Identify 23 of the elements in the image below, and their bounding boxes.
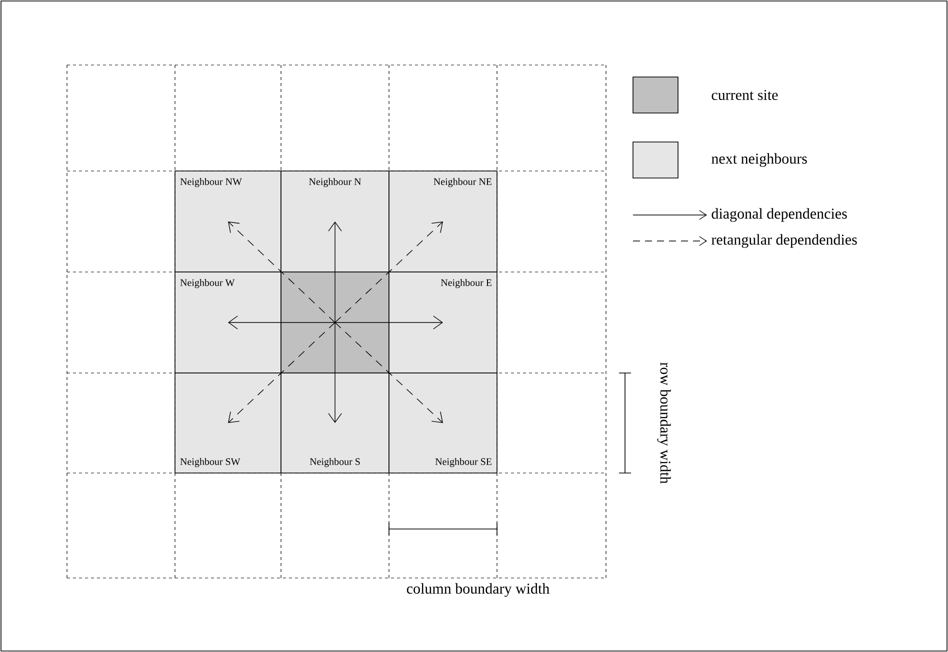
neighbour-cell: Neighbour E	[388, 272, 498, 374]
neighbour-cell: Neighbour S	[280, 372, 390, 474]
arrow	[334, 316, 443, 330]
neighbour-cell: Neighbour SE	[388, 372, 498, 474]
arrow	[328, 322, 342, 423]
legend-label: retangular dependendies	[712, 234, 857, 248]
legend-label: next neighbours	[712, 153, 807, 167]
neighbour-cell: Neighbour SW	[174, 372, 282, 474]
neighbour-cell: Neighbour NE	[388, 170, 498, 272]
arrow	[228, 222, 336, 323]
dimension-label: row boundary width	[657, 362, 671, 484]
arrow	[334, 222, 443, 323]
arrow	[334, 322, 443, 423]
current-site-cell	[280, 272, 390, 374]
arrow	[328, 222, 342, 323]
legend-label: diagonal dependencies	[712, 208, 847, 222]
legend-label: current site	[712, 90, 778, 100]
neighbour-cell: Neighbour W	[174, 272, 282, 374]
neighbour-cell: Neighbour N	[280, 170, 390, 272]
neighbour-cell: Neighbour NW	[174, 170, 282, 272]
dimension-label: column boundary width	[406, 583, 550, 597]
arrow	[228, 322, 336, 423]
arrow	[228, 316, 336, 330]
